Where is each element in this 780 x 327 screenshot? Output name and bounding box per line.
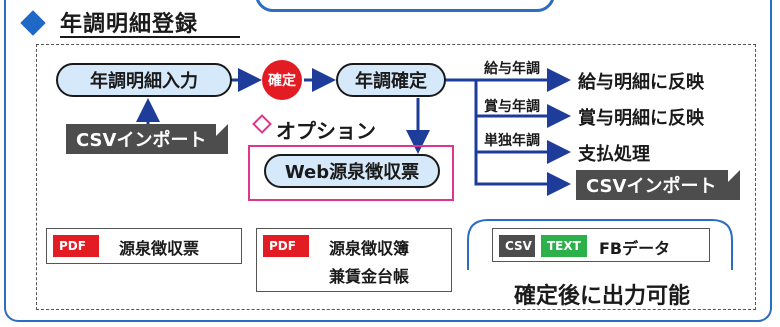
csv-text-card[interactable]: CSV TEXT FBデータ — [492, 228, 710, 262]
pdf-card-ledger[interactable]: PDF 源泉徴収簿 兼賃金台帳 — [256, 228, 452, 292]
note-confirm-output: 確定後に出力可能 — [514, 284, 691, 309]
diagram-area — [36, 44, 756, 310]
csv-badge: CSV — [499, 235, 535, 257]
branch-label-standalone: 単独年調 — [484, 133, 540, 149]
option-frame — [248, 145, 454, 201]
csv-import-right-tag[interactable]: CSVインポート — [576, 170, 740, 200]
year-end-detail-input-box[interactable]: 年調明細入力 — [56, 63, 232, 97]
pdf-card-withholding-slip[interactable]: PDF 源泉徴収票 — [46, 228, 242, 264]
branch-label-salary: 給与年調 — [484, 61, 540, 77]
pdf-badge: PDF — [263, 235, 309, 257]
title-underline — [60, 36, 240, 38]
text-badge: TEXT — [541, 235, 587, 257]
pdf-card-label-line2: 兼賃金台帳 — [329, 267, 410, 286]
target-payment: 支払処理 — [578, 144, 650, 165]
year-end-confirm-box[interactable]: 年調確定 — [336, 63, 446, 97]
fold-corner-icon — [216, 124, 228, 136]
option-label: オプション — [276, 119, 376, 143]
target-salary-reflect: 給与明細に反映 — [578, 72, 704, 93]
csv-import-left-tag[interactable]: CSVインポート — [66, 124, 228, 154]
branch-label-bonus: 賞与年調 — [484, 99, 540, 115]
fold-corner-icon — [728, 170, 740, 182]
web-withholding-slip-box[interactable]: Web源泉徴収票 — [264, 154, 440, 188]
confirm-circle[interactable]: 確定 — [262, 60, 302, 100]
fb-data-label: FBデータ — [599, 239, 671, 258]
pdf-card-label-line1: 源泉徴収簿 — [329, 239, 410, 258]
outer-frame — [4, 0, 772, 322]
page-title: 年調明細登録 — [60, 12, 199, 37]
pdf-badge: PDF — [53, 235, 99, 257]
target-bonus-reflect: 賞与明細に反映 — [578, 108, 704, 129]
pdf-card-label: 源泉徴収票 — [119, 239, 200, 258]
